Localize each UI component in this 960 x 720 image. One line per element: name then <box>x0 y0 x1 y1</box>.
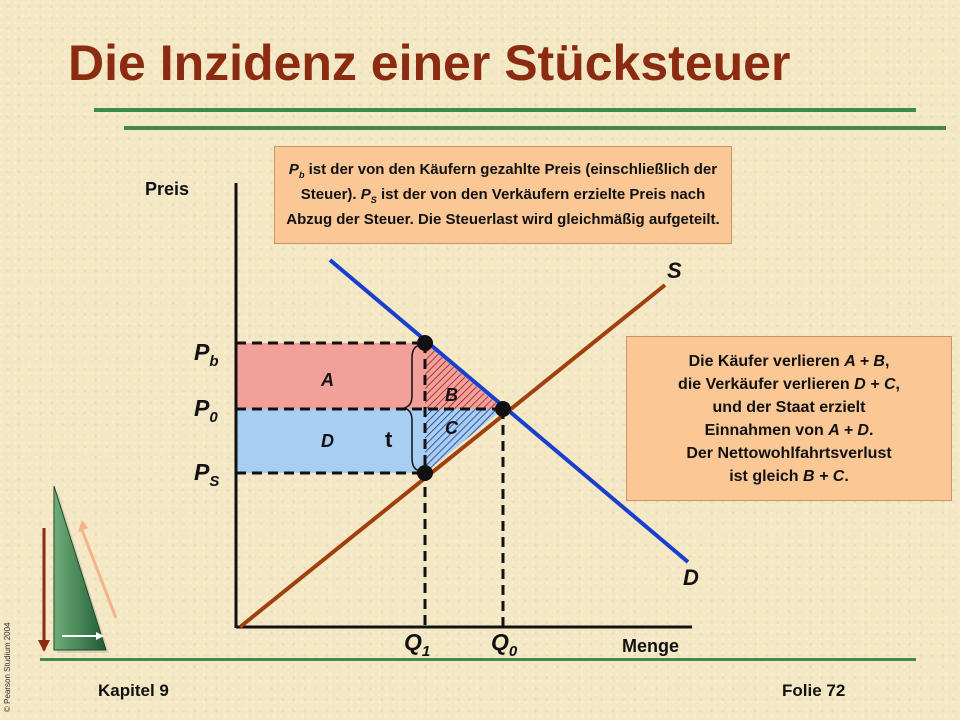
note-welfare-summary: Die Käufer verlieren A + B, die Verkäufe… <box>626 336 952 501</box>
label-ps: PS <box>194 459 219 490</box>
slide-title: Die Inzidenz einer Stücksteuer <box>68 35 791 91</box>
axis-x-label: Menge <box>622 636 679 656</box>
title-rule-bottom <box>124 126 946 130</box>
area-B <box>425 343 503 409</box>
label-q0: Q0 <box>491 629 518 660</box>
tax-brace <box>403 344 423 472</box>
point-buyer-price <box>417 335 433 351</box>
area-A <box>236 343 425 409</box>
decorative-triangle-logo <box>38 485 118 653</box>
title-rule-top <box>94 108 916 112</box>
tax-label: t <box>385 427 393 452</box>
area-B-label: B <box>445 385 458 405</box>
footer-rule <box>40 658 916 661</box>
area-C <box>425 409 503 473</box>
point-equilibrium <box>495 401 511 417</box>
supply-curve <box>238 283 667 629</box>
footer-slide-number: Folie 72 <box>782 681 846 700</box>
label-pb: Pb <box>194 339 219 370</box>
area-D <box>236 409 425 473</box>
label-q1: Q1 <box>404 629 430 660</box>
axis-y-label: Preis <box>145 179 189 199</box>
footer-chapter: Kapitel 9 <box>98 681 169 700</box>
area-C-label: C <box>445 418 459 438</box>
label-p0: P0 <box>194 395 218 426</box>
point-seller-price <box>417 465 433 481</box>
demand-label: D <box>683 565 699 590</box>
note-price-definitions: Pb ist der von den Käufern gezahlte Prei… <box>274 146 732 244</box>
area-A-label: A <box>320 370 334 390</box>
copyright-notice: © Pearson Studium 2004 <box>3 622 12 712</box>
area-D-label: D <box>321 431 334 451</box>
supply-label: S <box>667 258 682 283</box>
